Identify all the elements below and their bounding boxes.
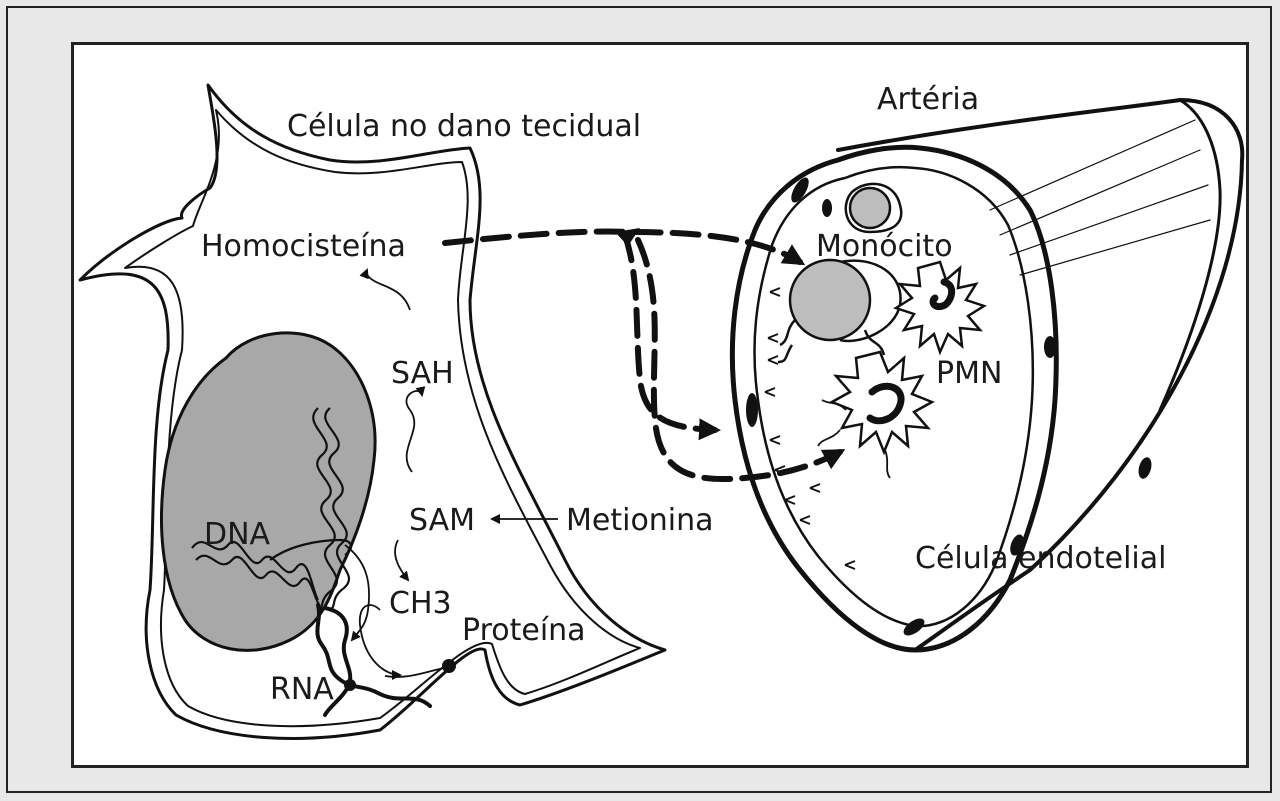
label-artery: Artéria <box>877 82 979 117</box>
label-ch3: CH3 <box>389 586 452 621</box>
label-pmn: PMN <box>936 356 1002 391</box>
label-sah: SAH <box>391 356 454 391</box>
label-dna: DNA <box>204 517 271 552</box>
label-homocysteine: Homocisteína <box>201 229 406 264</box>
protein-dot <box>442 659 456 673</box>
rna-node <box>344 679 356 691</box>
label-rna: RNA <box>270 672 334 707</box>
label-cell-title: Célula no dano tecidual <box>287 109 641 144</box>
label-methionine: Metionina <box>566 503 714 538</box>
label-monocyte: Monócito <box>816 229 953 264</box>
label-protein: Proteína <box>462 613 586 648</box>
label-sam: SAM <box>409 503 475 538</box>
monocyte-cells <box>778 184 901 362</box>
label-endothelial: Célula endotelial <box>915 541 1166 576</box>
